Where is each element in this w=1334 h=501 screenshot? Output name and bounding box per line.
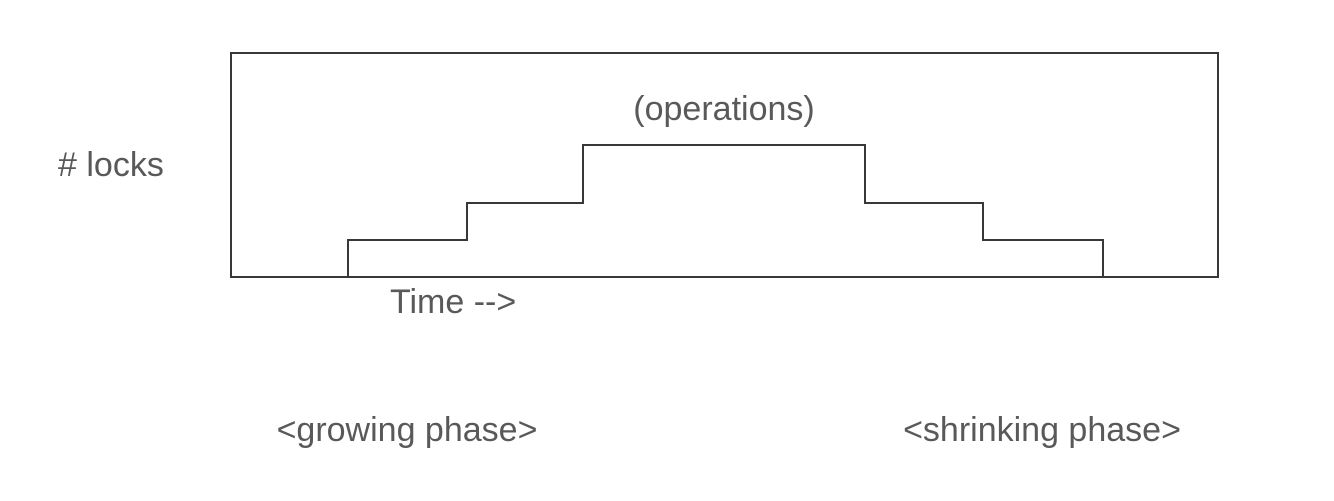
x-axis-label: Time --> [390,283,517,321]
lock-count-step-curve [347,144,1104,278]
shrinking-phase-label: <shrinking phase> [903,411,1181,449]
operations-annotation: (operations) [633,90,815,128]
growing-phase-label: <growing phase> [276,411,538,449]
y-axis-label: # locks [58,146,164,184]
plot-frame [230,52,1219,278]
